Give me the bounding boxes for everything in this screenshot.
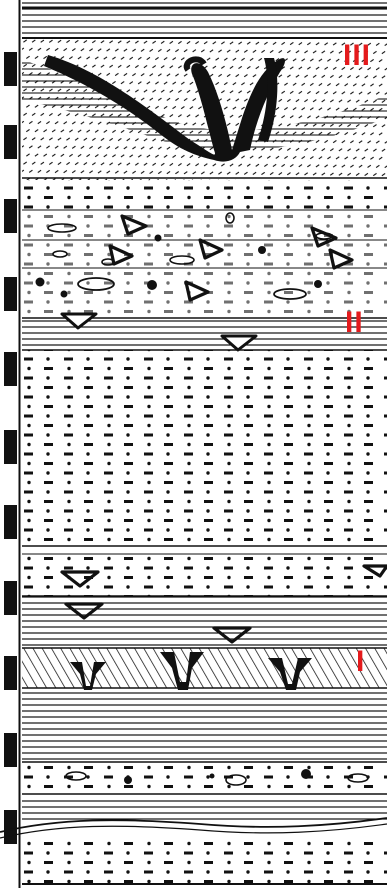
layer-sand-1 — [22, 180, 387, 210]
layer-unit-ii — [22, 314, 387, 350]
unit-label-iii: III — [343, 41, 371, 71]
layer-unit-iii — [22, 38, 387, 180]
layer-laminated-mudstone — [22, 690, 387, 762]
layer-conglomerate — [22, 210, 387, 318]
unit-label-i: I — [356, 647, 365, 677]
layer-top-laminated — [22, 0, 387, 38]
layer-sand-2 — [22, 350, 387, 554]
layer-unit-i — [22, 648, 387, 690]
layer-lower-laminated — [0, 796, 387, 888]
layer-gravelly-sand — [22, 764, 387, 794]
unit-label-ii: II — [345, 308, 364, 338]
layer-sand-fossiliferous — [22, 556, 387, 646]
